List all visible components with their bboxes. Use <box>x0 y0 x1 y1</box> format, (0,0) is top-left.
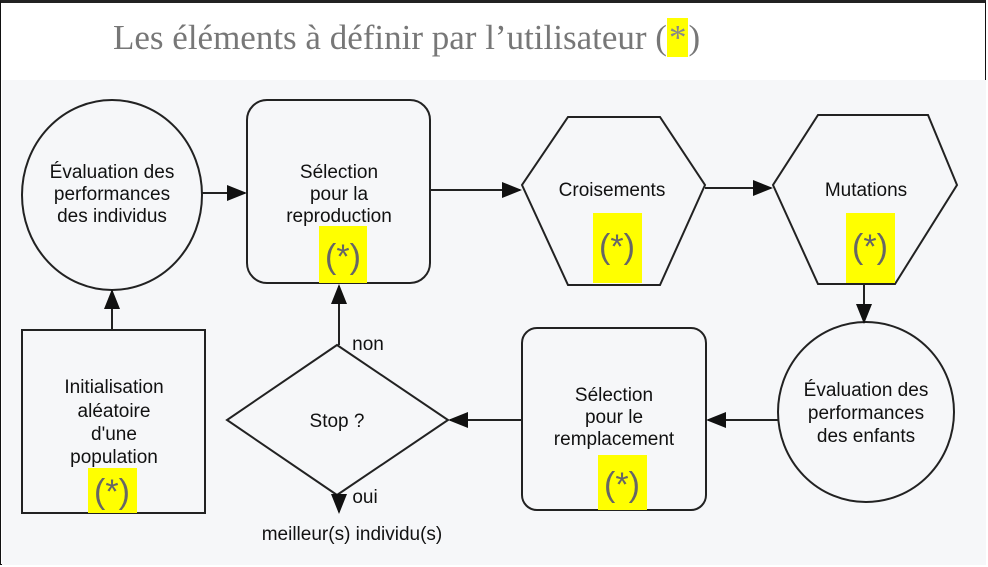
title-close: ) <box>688 18 701 57</box>
highlight-box <box>598 455 647 510</box>
node-mutations-shape <box>771 114 959 285</box>
user-defined-marker: (*) <box>94 473 130 511</box>
node-label: population <box>70 447 158 468</box>
node-label: Évaluation des <box>50 162 175 183</box>
title-star-highlight: * <box>666 18 689 57</box>
node-label: remplacement <box>554 429 675 450</box>
node-label: Sélection <box>300 162 378 183</box>
node-label: des individus <box>57 206 167 227</box>
node-label: Croisements <box>559 180 666 201</box>
node-label: Évaluation des <box>804 380 929 401</box>
user-defined-marker: (*) <box>325 238 361 276</box>
edge-label-oui: oui <box>352 487 377 508</box>
node-label: aléatoire <box>78 401 151 422</box>
node-croisements-shape <box>520 116 707 286</box>
slide-title: Les éléments à définir par l’utilisateur… <box>113 18 700 58</box>
node-label: reproduction <box>286 206 392 227</box>
highlight-box <box>319 226 367 283</box>
user-defined-marker: (*) <box>852 228 888 266</box>
node-label: pour le <box>585 407 643 428</box>
highlight-box <box>593 213 642 283</box>
user-defined-highlights <box>88 213 895 513</box>
user-defined-marker: (*) <box>604 466 640 504</box>
node-label: performances <box>808 403 924 424</box>
node-label: Initialisation <box>64 377 163 398</box>
node-label: Stop ? <box>310 411 365 432</box>
edge-label-non: non <box>352 334 384 355</box>
user-defined-marker: (*) <box>599 228 635 266</box>
title-text: Les éléments à définir par l’utilisateur… <box>113 18 667 57</box>
node-label: d'une <box>91 424 137 445</box>
scanned-figure-background <box>2 80 986 565</box>
node-label: Mutations <box>825 180 907 201</box>
node-label: Sélection <box>575 385 653 406</box>
node-label: des enfants <box>817 426 915 447</box>
node-label: performances <box>54 184 170 205</box>
highlight-box <box>846 213 895 283</box>
node-label: pour la <box>310 184 369 205</box>
result-label: meilleur(s) individu(s) <box>262 524 443 545</box>
highlight-box <box>88 468 137 513</box>
